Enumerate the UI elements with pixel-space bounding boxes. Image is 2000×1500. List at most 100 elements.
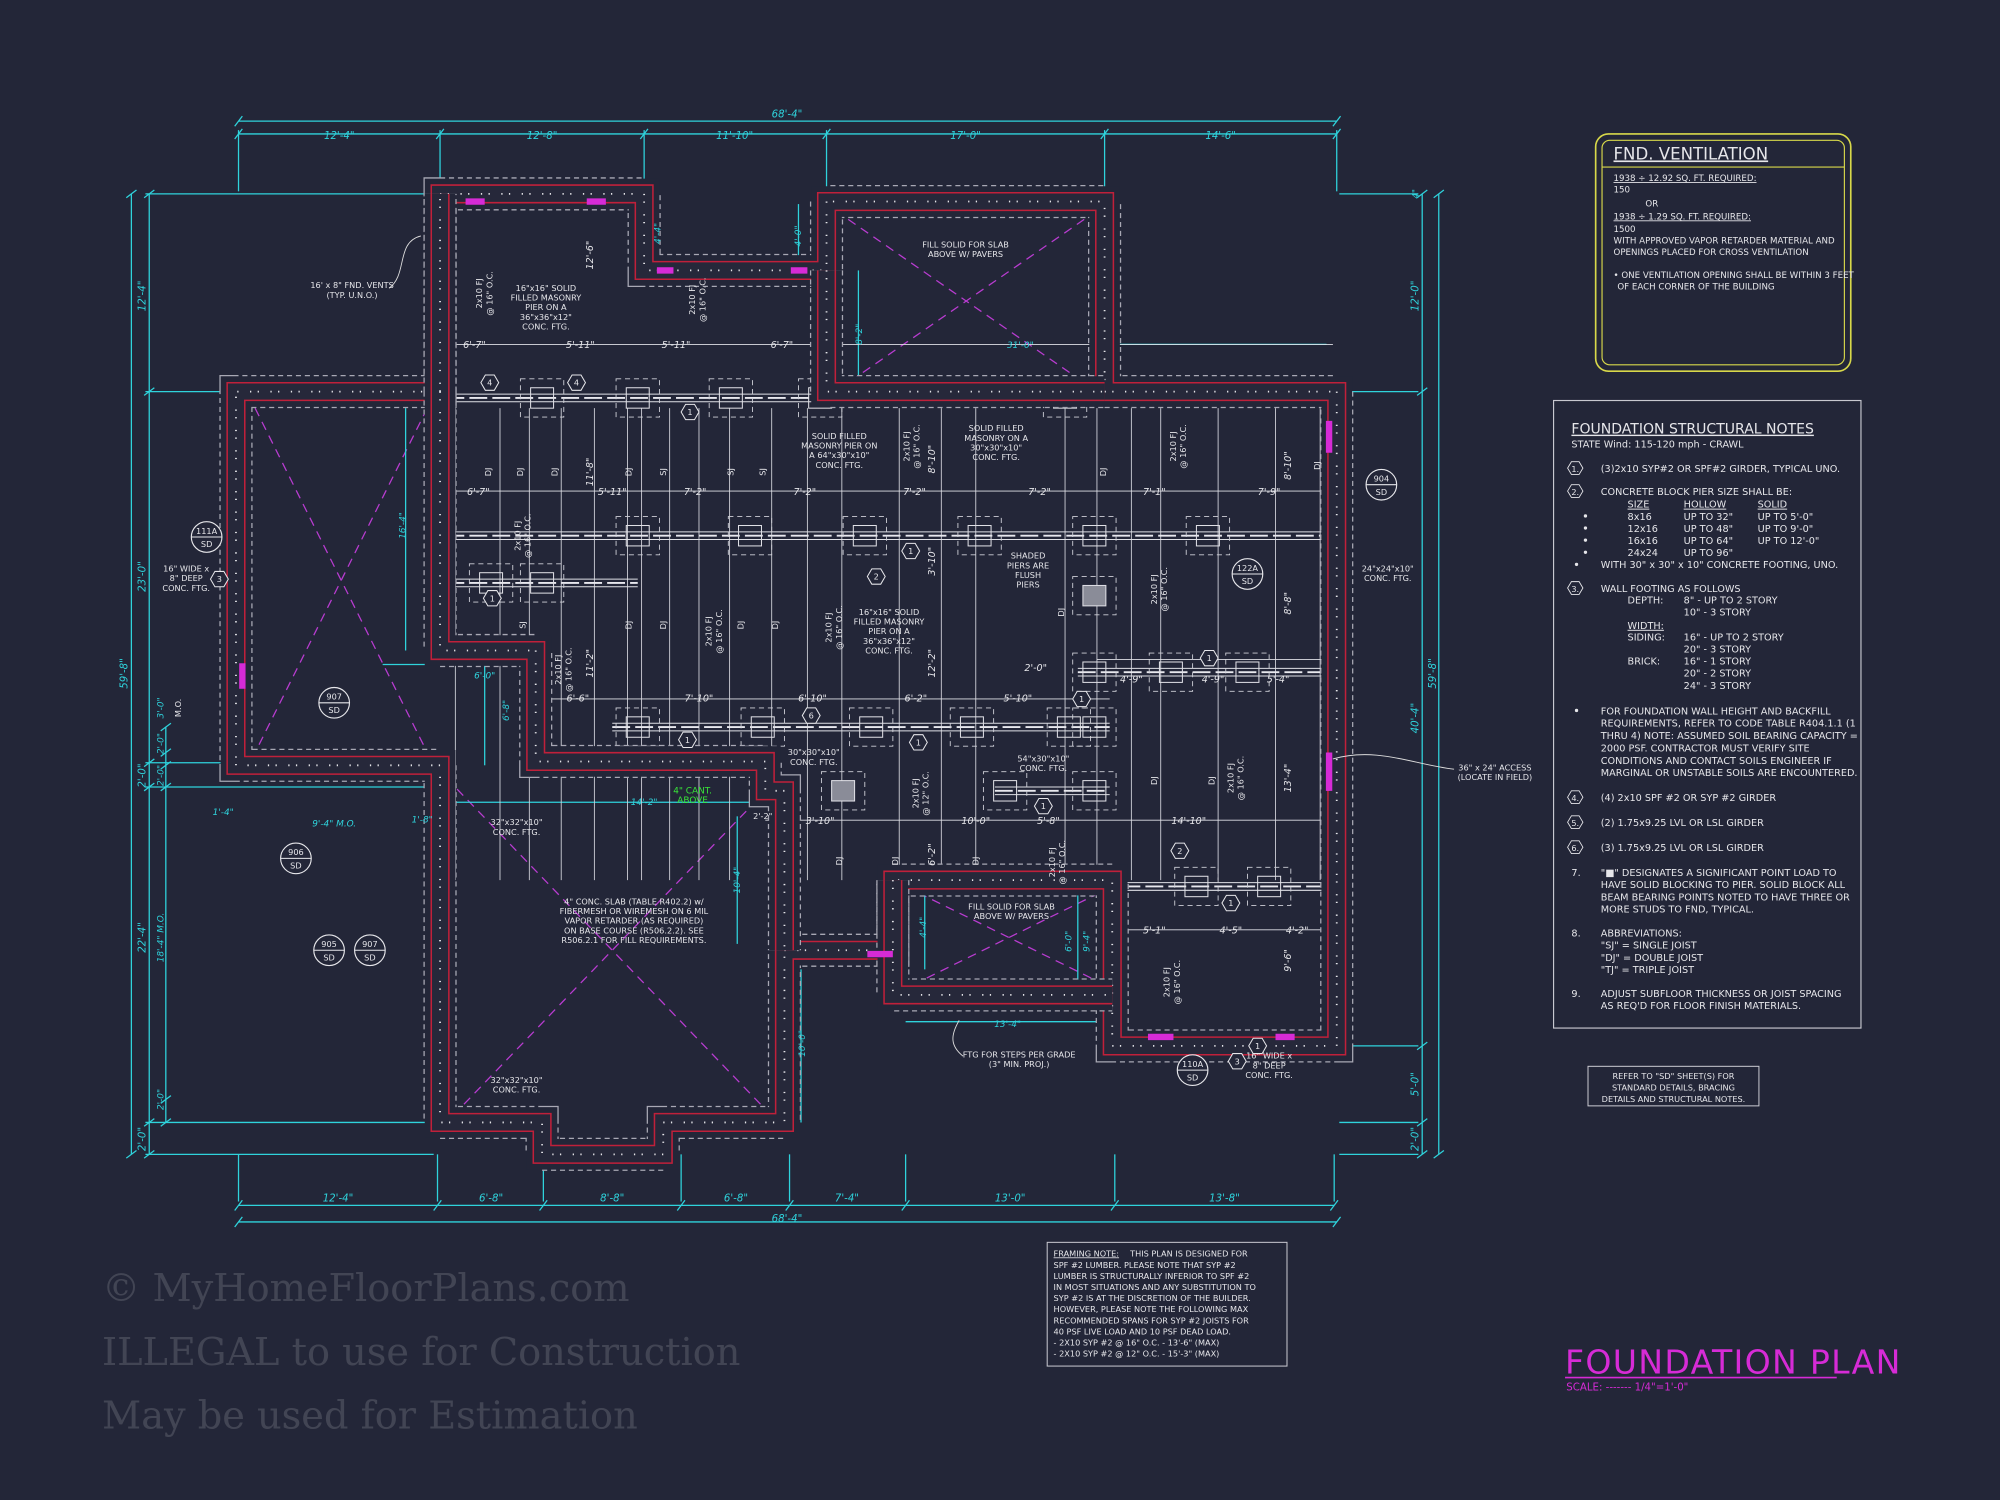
member-tag: 6 bbox=[801, 707, 821, 724]
tag-number: 1 bbox=[916, 737, 921, 747]
text-line: FILLED MASONRY bbox=[511, 293, 582, 303]
joist-label: SJ bbox=[658, 468, 668, 476]
note-text: ABBREVIATIONS: bbox=[1601, 928, 1682, 939]
dim-interior: 4'-4" bbox=[919, 917, 929, 938]
framing-label: @ 16" O.C. bbox=[1159, 567, 1169, 611]
masonry-pier bbox=[859, 716, 884, 738]
framing-dimension: 7'-2" bbox=[903, 487, 926, 498]
note-text: CONDITIONS AND CONTACT SOILS ENGINEER IF bbox=[1601, 756, 1832, 767]
framing-label: 2x10 FJ bbox=[553, 655, 563, 685]
text-line: CONC. FTG. bbox=[790, 757, 838, 767]
masonry-pier bbox=[967, 525, 992, 547]
notes-title: FOUNDATION STRUCTURAL NOTES bbox=[1571, 422, 1814, 438]
text-line: PIERS bbox=[1016, 580, 1039, 590]
framing-label: @ 12" O.C. bbox=[921, 771, 931, 815]
text-line: CONC. FTG. bbox=[1020, 763, 1068, 773]
framing-note: FRAMING NOTE: THIS PLAN IS DESIGNED FOR … bbox=[1046, 1241, 1288, 1367]
framing-dimension: 5'-11" bbox=[598, 487, 627, 498]
framing-label: 2x10 FJ bbox=[1047, 847, 1057, 877]
dim-top: 12'-4" bbox=[324, 131, 355, 142]
joist-label: DJ bbox=[658, 621, 668, 630]
pier-footing bbox=[615, 516, 660, 556]
masonry-pier bbox=[831, 780, 856, 802]
table-cell: UP TO 48" bbox=[1684, 524, 1733, 535]
framing-dimension: 6'-7" bbox=[463, 340, 486, 351]
framing-dimension: 5'-10" bbox=[1004, 694, 1033, 705]
framing-label: 2x10 FJ bbox=[1168, 431, 1178, 461]
framing-label: @ 16" O.C. bbox=[523, 513, 533, 557]
joist-label: DJ bbox=[770, 621, 780, 630]
text-line: 36"x36"x12" bbox=[863, 636, 915, 646]
detail-sheet: SD bbox=[1376, 487, 1387, 497]
framing-dimension: 6'-7" bbox=[771, 340, 794, 351]
text-line: 30"x30"x10" bbox=[788, 747, 840, 757]
note-tag: 3. bbox=[1571, 584, 1579, 594]
watermark-line: © MyHomeFloorPlans.com bbox=[102, 1266, 630, 1311]
callout-footing: 32"x32"x10"CONC. FTG. bbox=[491, 817, 543, 837]
dim-bottom: 6'-8" bbox=[479, 1194, 503, 1205]
tag-number: 1 bbox=[1255, 1041, 1260, 1051]
joist-label: DJ bbox=[736, 621, 746, 630]
framing-dimension: 7'-2" bbox=[794, 487, 817, 498]
note-tag: 6. bbox=[1571, 843, 1579, 853]
masonry-pier bbox=[718, 387, 743, 409]
pier-footing bbox=[1225, 652, 1270, 692]
detail-number: 907 bbox=[362, 939, 378, 949]
callout-steps: FTG FOR STEPS PER GRADE(3" MIN. PROJ.) bbox=[963, 1049, 1076, 1069]
detail-number: 122A bbox=[1237, 563, 1259, 573]
text-line: FIBERMESH OR WIREMESH ON 6 MIL bbox=[560, 906, 709, 916]
text-line: 32"x32"x10" bbox=[491, 817, 543, 827]
text-line: 16"x16" SOLID bbox=[516, 283, 577, 293]
tag-number: 1 bbox=[908, 546, 913, 556]
callouts: 16' x 8" FND. VENTS(TYP. U.N.O.) 16"x16"… bbox=[162, 235, 1532, 1095]
text-line: - 2X10 SYP #2 @ 16" O.C. - 13'-6" (MAX) bbox=[1054, 1338, 1220, 1348]
note-tag: 4. bbox=[1571, 793, 1579, 803]
pier-footing bbox=[1247, 866, 1292, 907]
framing-label: 2x10 FJ bbox=[687, 285, 697, 315]
dim-left-inner: 2'-0" bbox=[156, 765, 166, 786]
framing-dimension: 13'-4" bbox=[1283, 764, 1294, 793]
note-text: 8" - UP TO 2 STORY bbox=[1684, 595, 1778, 606]
text-line: FILL SOLID FOR SLAB bbox=[968, 901, 1055, 911]
callout-footing: 30"x30"x10"CONC. FTG. bbox=[788, 747, 840, 767]
text-line: SOLID FILLED bbox=[812, 431, 867, 441]
text-line: 30"x30"x10" bbox=[970, 443, 1022, 453]
member-tag: 1 bbox=[680, 403, 700, 421]
text-line: MASONRY ON A bbox=[964, 433, 1028, 443]
watermark: © MyHomeFloorPlans.com ILLEGAL to use fo… bbox=[102, 1266, 740, 1439]
framing-dimension: 5'-11" bbox=[662, 340, 691, 351]
pier-footing bbox=[957, 516, 1002, 556]
pier-footing bbox=[820, 771, 866, 811]
note-text: WITH 30" x 30" x 10" CONCRETE FOOTING, U… bbox=[1601, 560, 1838, 571]
table-cell: 12x16 bbox=[1628, 524, 1658, 535]
detail-number: 906 bbox=[288, 847, 304, 857]
note-text: BEAM BEARING POINTS NOTED TO HAVE THREE … bbox=[1601, 893, 1850, 904]
pier-footing bbox=[1174, 866, 1219, 907]
dim-left: 2'-0" bbox=[137, 1127, 148, 1151]
callout-vents: 16' x 8" FND. VENTS(TYP. U.N.O.) bbox=[310, 280, 393, 300]
table-cell: 24x24 bbox=[1628, 548, 1658, 559]
detail-number: 111A bbox=[196, 526, 218, 536]
table-header: SIZE bbox=[1628, 500, 1650, 511]
dim-left-overall: 59'-8" bbox=[120, 658, 131, 689]
dim-interior: 9'-4" bbox=[1082, 931, 1092, 952]
masonry-pier bbox=[1082, 780, 1107, 802]
member-tag: 1 bbox=[1199, 650, 1219, 667]
pier-footing bbox=[1148, 652, 1194, 692]
watermark-line: ILLEGAL to use for Construction bbox=[102, 1330, 740, 1375]
text-line: CONC. FTG. bbox=[865, 646, 913, 656]
dim-top: 11'-10" bbox=[716, 131, 753, 142]
note-text: AS REQ'D FOR FLOOR FINISH MATERIALS. bbox=[1601, 1001, 1801, 1012]
note-text: ADJUST SUBFLOOR THICKNESS OR JOIST SPACI… bbox=[1601, 989, 1842, 1000]
pier-footing bbox=[849, 707, 894, 747]
text-line: MASONRY PIER ON bbox=[801, 440, 877, 450]
text-line: 16' x 8" FND. VENTS bbox=[310, 280, 393, 290]
pier-footing bbox=[1185, 516, 1231, 556]
framing-dimension: 6'-7" bbox=[467, 487, 490, 498]
title-text: FOUNDATION PLAN bbox=[1565, 1343, 1902, 1382]
